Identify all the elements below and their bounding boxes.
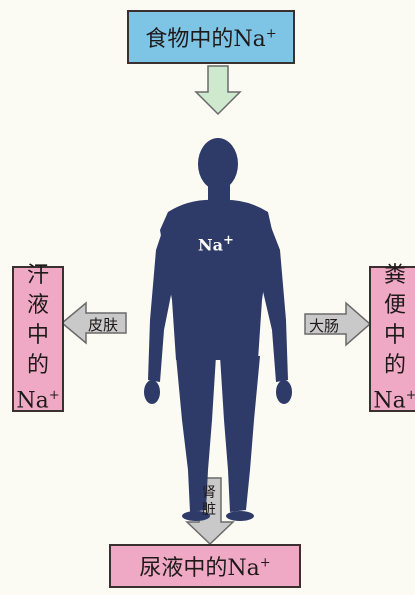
human-body-figure (144, 138, 292, 521)
feces-char-1: 粪 (384, 261, 406, 291)
feces-na-label: Na+ (373, 381, 415, 416)
feces-char-3: 中 (384, 321, 406, 351)
body-sodium-label: Na+ (198, 233, 234, 254)
intake-arrow (196, 66, 240, 114)
sweat-char-2: 液 (27, 291, 49, 321)
sweat-na-label: Na+ (16, 381, 59, 416)
urine-sodium-label: 尿液中的Na+ (139, 550, 270, 582)
skin-label: 皮肤 (88, 314, 118, 335)
urine-sodium-box: 尿液中的Na+ (109, 544, 301, 588)
food-sodium-label: 食物中的Na+ (145, 21, 276, 53)
feces-char-2: 便 (384, 291, 406, 321)
sweat-char-1: 汗 (27, 261, 49, 291)
large-intestine-label: 大肠 (309, 315, 339, 336)
food-sodium-box: 食物中的Na+ (127, 10, 295, 64)
sweat-char-4: 的 (27, 351, 49, 381)
sweat-char-3: 中 (27, 321, 49, 351)
kidney-label-2: 脏 (202, 499, 216, 519)
feces-char-4: 的 (384, 351, 406, 381)
feces-sodium-box: 粪 便 中 的 Na+ (369, 266, 415, 412)
sweat-sodium-box: 汗 液 中 的 Na+ (12, 266, 64, 412)
